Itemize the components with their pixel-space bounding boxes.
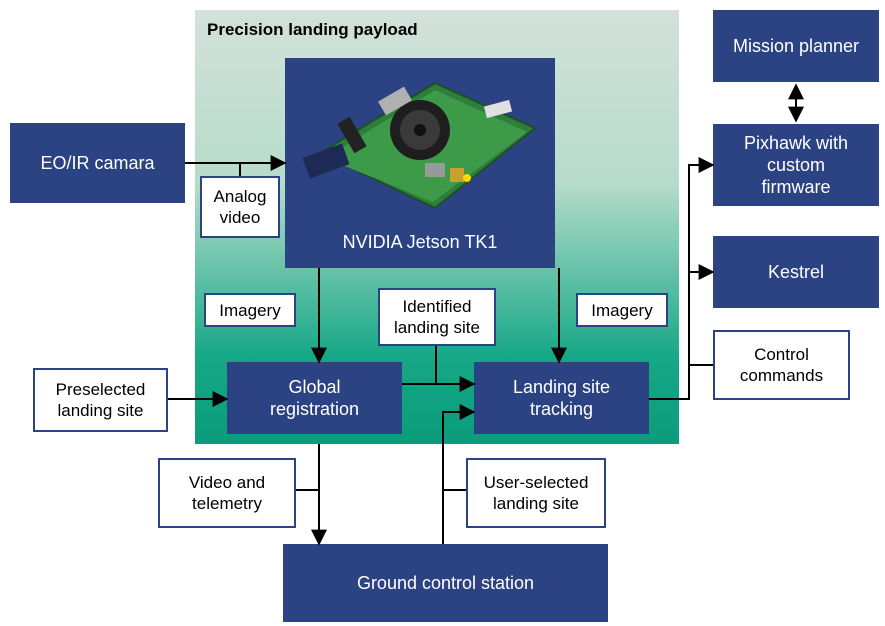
label-imagery-right: Imagery [576, 293, 668, 327]
pixhawk-node: Pixhawk with custom firmware [713, 124, 879, 206]
global-registration-node: Global registration [227, 362, 402, 434]
label-preselected-landing-site: Preselected landing site [33, 368, 168, 432]
arrow-tracking-to-pixhawk [649, 157, 715, 400]
label-user-selected-landing-site: User-selected landing site [466, 458, 606, 528]
jetson-label: NVIDIA Jetson TK1 [342, 232, 498, 252]
payload-title: Precision landing payload [207, 20, 418, 39]
label-video-telemetry: Video and telemetry [158, 458, 296, 528]
jetson-board-image [302, 81, 537, 210]
label-analog-video: Analog video [200, 176, 280, 238]
label-identified-landing-site: Identified landing site [378, 288, 496, 346]
ground-control-station-node: Ground control station [283, 544, 608, 622]
jetson-node [285, 58, 555, 268]
eo-ir-camera-node: EO/IR camara [10, 123, 185, 203]
kestrel-node: Kestrel [713, 236, 879, 308]
label-imagery-left: Imagery [204, 293, 296, 327]
arrow-ground-to-tracking [442, 404, 476, 544]
mission-planner-node: Mission planner [713, 10, 879, 82]
label-control-commands: Control commands [713, 330, 850, 400]
landing-site-tracking-node: Landing site tracking [474, 362, 649, 434]
